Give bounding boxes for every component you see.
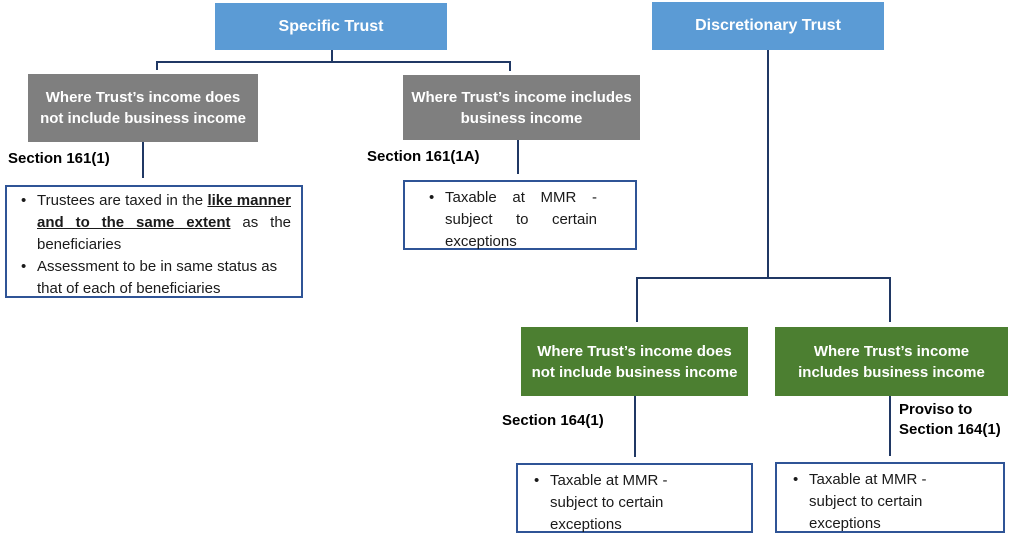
specific-no-business-header: Where Trust’s income does not include bu… (40, 89, 246, 127)
detail-box-section-161-1: Trustees are taxed in the like manner an… (5, 185, 303, 298)
detail-164-1-bullet: Taxable at MMR - subject to certain exce… (526, 470, 715, 536)
node-discretionary-trust: Discretionary Trust (652, 2, 884, 50)
label-section-164-1: Section 164(1) (502, 412, 604, 429)
bullet-text-suffix: as the beneficiaries (37, 214, 292, 253)
node-specific-business-income: Where Trust’s income includes business i… (403, 75, 640, 140)
detail-box-section-161-1a: Taxable at MMR - subject to certain exce… (403, 180, 637, 250)
connector-discretionary-to-right-green (768, 277, 891, 322)
specific-business-header: Where Trust’s income includes business i… (411, 88, 632, 127)
detail-proviso-bullet: Taxable at MMR - subject to certain exce… (785, 469, 967, 535)
detail-161-1-bullet-2: Assessment to be in same status as that … (13, 256, 291, 300)
detail-box-section-164-1: Taxable at MMR - subject to certain exce… (516, 463, 753, 533)
connector-specific-to-right-gray (332, 61, 511, 71)
discretionary-business-header: Where Trust’s income includes business i… (798, 342, 985, 381)
label-section-161-1a: Section 161(1A) (367, 148, 480, 165)
node-specific-trust: Specific Trust (215, 3, 447, 50)
bullet-text-prefix: Trustees are taxed in the (37, 192, 208, 209)
connector-specific-to-left-gray (156, 50, 333, 70)
detail-161-1-bullet-1: Trustees are taxed in the like manner an… (13, 190, 291, 256)
detail-box-proviso-164-1: Taxable at MMR - subject to certain exce… (775, 462, 1005, 533)
node-discretionary-no-business-income: Where Trust’s income does not include bu… (521, 327, 748, 396)
connector-discretionary-to-left-green (636, 50, 769, 322)
node-discretionary-business-income: Where Trust’s income includes business i… (775, 327, 1008, 396)
bullet-text-emphasis: like manner and to the same extent (37, 192, 291, 231)
detail-161-1a-bullet: Taxable at MMR - subject to certain exce… (421, 187, 597, 253)
discretionary-trust-title: Discretionary Trust (695, 17, 841, 34)
label-section-161-1: Section 161(1) (8, 150, 110, 167)
label-proviso-section-164-1: Proviso to Section 164(1) (899, 401, 1001, 438)
specific-trust-title: Specific Trust (278, 17, 384, 35)
node-specific-no-business-income: Where Trust’s income does not include bu… (28, 74, 258, 142)
discretionary-no-business-header: Where Trust’s income does not include bu… (531, 342, 738, 381)
